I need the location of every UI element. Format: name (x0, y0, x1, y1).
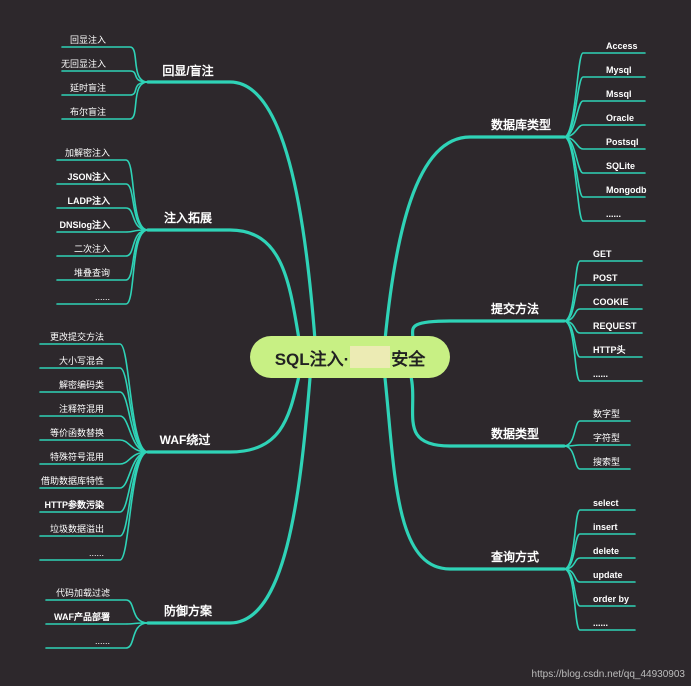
leaf-connector (61, 70, 149, 83)
leaf-get[interactable]: GET (593, 249, 612, 259)
branch-query-methods[interactable]: 查询方式 (490, 550, 540, 564)
branch-db-types[interactable]: 数据库类型 (490, 118, 552, 132)
leaf-ladp-injection[interactable]: LADP注入 (67, 196, 111, 206)
leaf-numeric[interactable]: 数字型 (593, 409, 621, 419)
leaf-ellipsis[interactable]: ...... (593, 369, 609, 379)
leaf-oracle[interactable]: Oracle (606, 113, 635, 123)
leaf-decode-encode[interactable]: 解密编码类 (58, 380, 104, 390)
central-topic-text-end: 安全 (391, 349, 426, 369)
leaf-post[interactable]: POST (593, 273, 618, 283)
redacted-text-mask (350, 346, 391, 368)
branch-connector (408, 370, 566, 448)
leaf-string[interactable]: 字符型 (593, 433, 621, 443)
leaf-echo-injection[interactable]: 回显注入 (69, 35, 106, 45)
leaf-delete[interactable]: delete (593, 546, 620, 556)
leaf-connector (563, 320, 643, 382)
leaf-http-param-pollution[interactable]: HTTP参数污染 (44, 500, 105, 510)
branch-data-types[interactable]: 数据类型 (490, 427, 540, 441)
leaf-connector (39, 367, 149, 453)
leaf-connector (45, 622, 149, 649)
leaf-connector (39, 343, 149, 453)
leaf-connector (61, 81, 149, 120)
leaf-connector (39, 391, 149, 453)
leaf-ellipsis[interactable]: ...... (593, 618, 609, 628)
branch-connector (146, 228, 302, 347)
leaf-connector (563, 284, 643, 322)
branch-injection-extension[interactable]: 注入拓展 (163, 211, 213, 225)
branch-connector (146, 370, 302, 454)
leaf-update[interactable]: update (593, 570, 623, 580)
leaf-connector (39, 415, 149, 453)
leaf-postsql[interactable]: Postsql (606, 137, 639, 147)
leaf-connector (45, 622, 149, 625)
leaf-ellipsis[interactable]: ...... (606, 209, 622, 219)
leaf-connector (563, 420, 631, 447)
leaf-search[interactable]: 搜索型 (593, 457, 621, 467)
leaf-code-filter[interactable]: 代码加载过滤 (55, 588, 110, 598)
leaf-connector (563, 444, 631, 447)
leaf-special-symbols[interactable]: 特殊符号混用 (49, 452, 104, 462)
leaf-access[interactable]: Access (606, 41, 638, 51)
leaf-sqlite[interactable]: SQLite (606, 161, 636, 171)
leaf-junk-data-overflow[interactable]: 垃圾数据溢出 (49, 524, 104, 534)
branch-submit-methods[interactable]: 提交方法 (490, 302, 540, 316)
leaf-second-order-injection[interactable]: 二次注入 (73, 244, 110, 254)
leaf-request[interactable]: REQUEST (593, 321, 637, 331)
leaf-connector (61, 46, 149, 83)
leaf-cookie[interactable]: COOKIE (593, 297, 629, 307)
leaf-db-features[interactable]: 借助数据库特性 (40, 476, 104, 486)
leaf-connector (39, 439, 149, 453)
leaf-boolean-blind[interactable]: 布尔盲注 (69, 107, 106, 117)
leaf-connector (563, 136, 646, 222)
leaf-connector (563, 557, 636, 570)
leaf-connector (563, 533, 636, 570)
leaf-connector (56, 229, 149, 305)
leaf-connector (563, 445, 631, 470)
leaf-connector (56, 229, 149, 233)
watermark-url: https://blog.csdn.net/qq_44930903 (531, 669, 685, 680)
leaf-mongodb[interactable]: Mongodb (606, 185, 647, 195)
leaf-connector (56, 159, 149, 231)
leaf-ellipsis[interactable]: ...... (94, 636, 110, 646)
leaf-json-injection[interactable]: JSON注入 (67, 172, 110, 182)
leaf-http-header[interactable]: HTTP头 (593, 345, 626, 355)
leaf-connector (39, 451, 149, 561)
leaf-time-blind[interactable]: 延时盲注 (69, 83, 106, 93)
leaf-no-echo-injection[interactable]: 无回显注入 (60, 59, 106, 69)
branch-connector (146, 80, 317, 342)
leaf-stacked-queries[interactable]: 堆叠查询 (73, 268, 110, 278)
leaf-waf-deploy[interactable]: WAF产品部署 (54, 612, 110, 622)
leaf-connector (56, 207, 149, 231)
leaf-mixed-case[interactable]: 大小写混合 (58, 356, 104, 366)
leaf-change-method[interactable]: 更改提交方法 (49, 332, 104, 342)
branch-waf-bypass[interactable]: WAF绕过 (159, 433, 211, 447)
leaf-ellipsis[interactable]: ...... (94, 292, 110, 302)
leaf-comment-mix[interactable]: 注释符混用 (58, 404, 104, 414)
leaf-dnslog-injection[interactable]: DNSlog注入 (59, 220, 111, 230)
leaf-insert[interactable]: insert (593, 522, 618, 532)
leaf-connector (563, 124, 646, 138)
leaf-mssql[interactable]: Mssql (606, 89, 632, 99)
leaf-order-by[interactable]: order by (593, 594, 630, 604)
leaf-connector (563, 100, 646, 138)
leaf-ellipsis[interactable]: ...... (88, 548, 104, 558)
branch-defense[interactable]: 防御方案 (163, 604, 213, 618)
branch-connector (146, 376, 312, 625)
branch-connector (383, 135, 566, 342)
central-topic-text-start: SQL注入· (274, 349, 350, 369)
leaf-crypto-injection[interactable]: 加解密注入 (64, 148, 110, 158)
leaf-connector (563, 568, 636, 631)
leaf-connector (45, 599, 149, 624)
branch-echo-blind[interactable]: 回显/盲注 (162, 64, 214, 78)
leaf-mysql[interactable]: Mysql (606, 65, 632, 75)
leaf-connector (563, 509, 636, 570)
leaf-connector (563, 308, 643, 322)
branch-connector (383, 376, 566, 571)
leaf-select[interactable]: select (593, 498, 619, 508)
central-topic[interactable]: SQL注入· 安全 (250, 336, 450, 378)
leaf-equivalent-functions[interactable]: 等价函数替换 (49, 428, 104, 438)
